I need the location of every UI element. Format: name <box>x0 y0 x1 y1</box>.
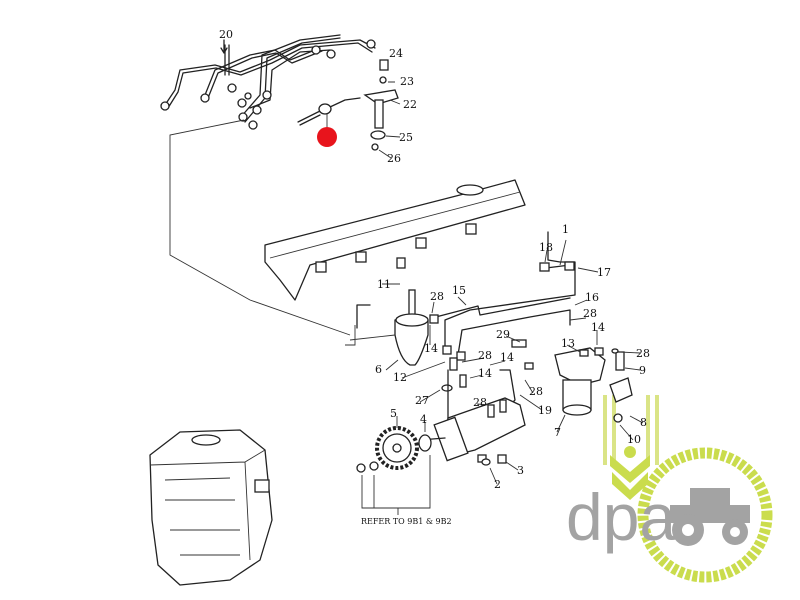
engine-block <box>149 429 273 586</box>
dpa-logo: dpa <box>566 395 773 583</box>
drive-gear <box>356 426 432 515</box>
callout: 18 <box>539 241 553 254</box>
callout: 28 <box>529 385 543 398</box>
callout: 1 <box>562 223 569 236</box>
callout: 20 <box>219 28 233 41</box>
callout: 16 <box>585 291 599 304</box>
callout: 3 <box>517 464 524 477</box>
callout: 14 <box>424 342 438 355</box>
callout: 17 <box>597 266 611 279</box>
callout: 14 <box>478 367 492 380</box>
callout: 22 <box>403 98 417 111</box>
callout: 13 <box>561 337 575 350</box>
callout: 28 <box>636 347 650 360</box>
fuel-filter-6 <box>345 289 429 366</box>
injection-pump <box>419 397 526 466</box>
logo-text: dpa <box>566 480 676 554</box>
callout: 28 <box>583 307 597 320</box>
callout: 5 <box>390 407 397 420</box>
callout: 6 <box>375 363 382 376</box>
callout: 28 <box>478 349 492 362</box>
callout: 24 <box>389 47 403 60</box>
callout: 29 <box>496 328 510 341</box>
callout: 2 <box>494 478 501 491</box>
callout: 26 <box>387 152 401 165</box>
callout: 28 <box>473 396 487 409</box>
callout: 27 <box>415 394 429 407</box>
callout: 7 <box>554 426 561 439</box>
callout: 23 <box>400 75 414 88</box>
callout: 14 <box>500 351 514 364</box>
logo-gear-ring <box>637 447 773 583</box>
tractor-icon <box>670 488 750 546</box>
callout: 9 <box>639 364 646 377</box>
injector-pipes <box>160 34 376 130</box>
callout: 25 <box>399 131 413 144</box>
wheat-icon <box>610 455 650 483</box>
callout: 10 <box>627 433 641 446</box>
callout: 11 <box>377 278 391 291</box>
manifold <box>264 179 526 301</box>
highlight-marker <box>317 127 337 147</box>
callout: 19 <box>538 404 552 417</box>
injector-assembly <box>297 59 399 151</box>
leader-lines <box>378 81 644 485</box>
callout: 28 <box>430 290 444 303</box>
callout: 12 <box>393 371 407 384</box>
callout: 14 <box>591 321 605 334</box>
callout: 15 <box>452 284 466 297</box>
callout-labels: 20 24 23 22 25 26 1 18 17 11 15 28 16 28… <box>219 28 650 526</box>
callout: 4 <box>420 413 427 426</box>
callout: 8 <box>640 416 647 429</box>
fuel-filter-7 <box>499 339 633 423</box>
fuel-pipes <box>429 231 576 421</box>
return-line <box>169 119 351 336</box>
reference-note: REFER TO 9B1 & 9B2 <box>361 517 452 526</box>
